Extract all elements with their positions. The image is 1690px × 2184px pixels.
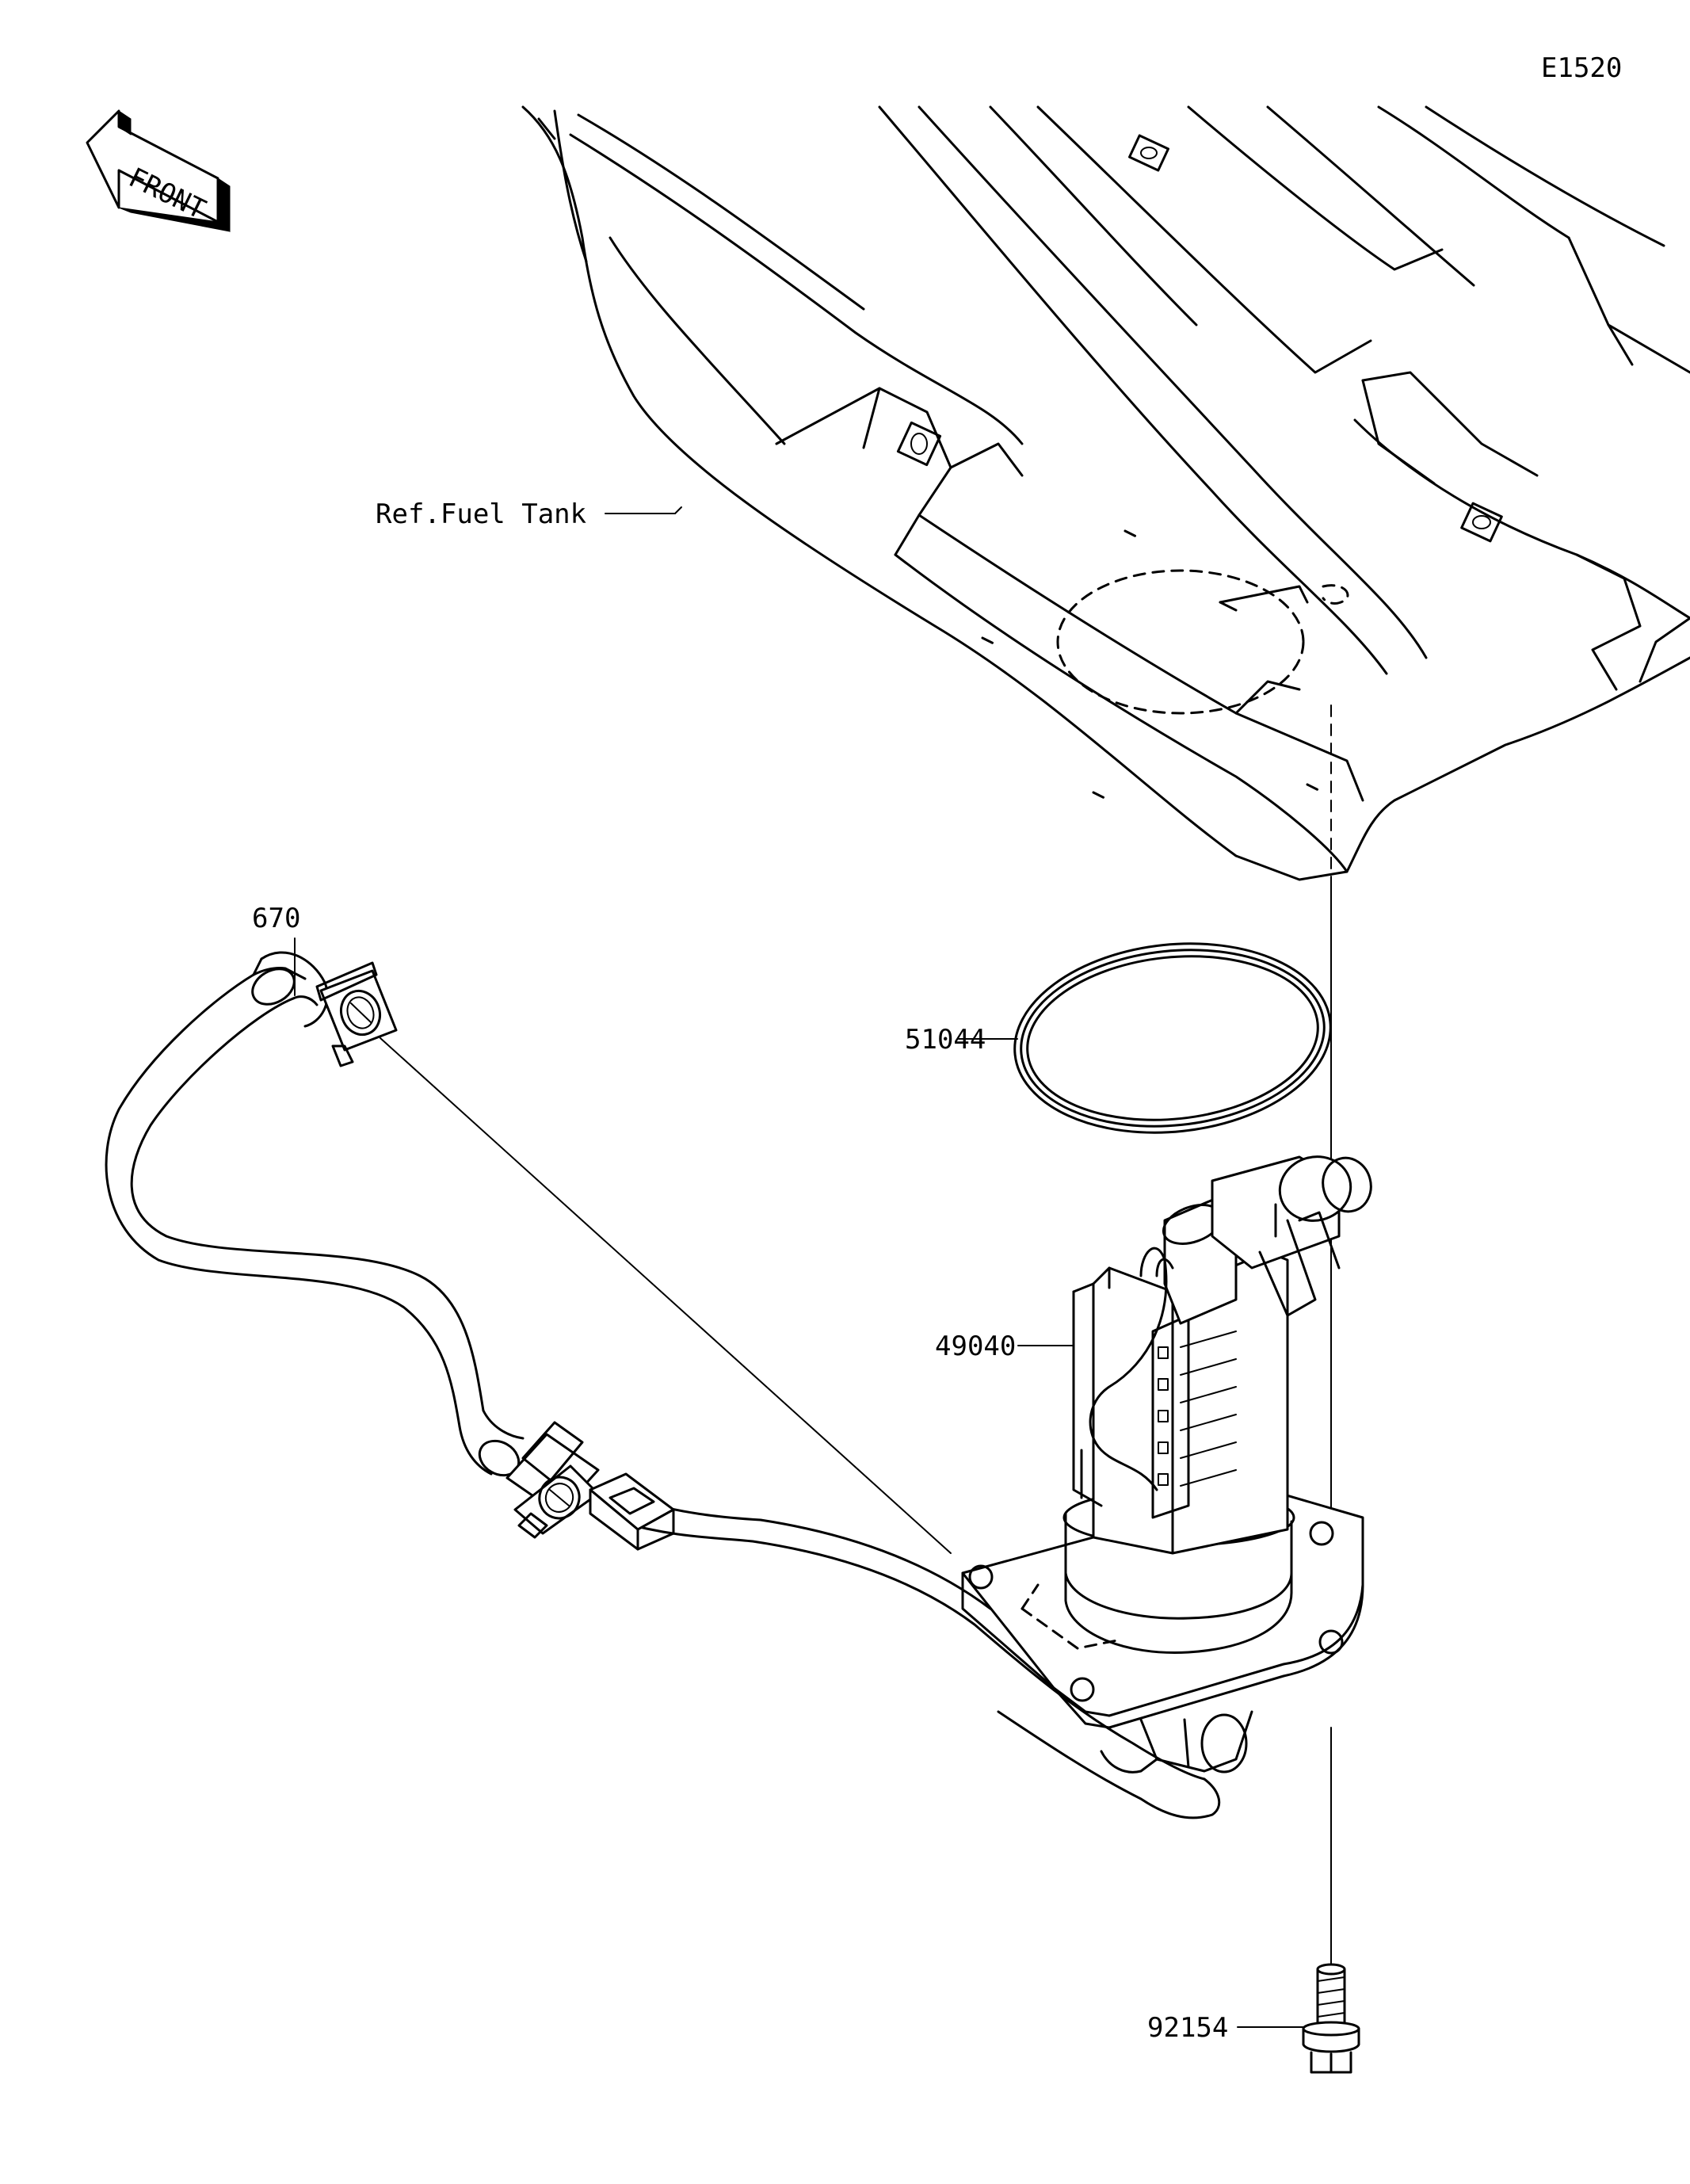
- hose-connector-top: [315, 961, 398, 1067]
- callout-ref-fuel-tank: Ref.Fuel Tank: [376, 498, 682, 530]
- front-arrow-icon: FRONT: [86, 109, 231, 233]
- callout-92154: 92154: [1147, 2012, 1304, 2044]
- hose-connector-bottom: [505, 1421, 600, 1539]
- callout-49040: 49040: [935, 1331, 1074, 1362]
- callout-ref-fuel-tank-label: Ref.Fuel Tank: [376, 498, 586, 530]
- harness-connector: [589, 1472, 675, 1551]
- callout-51044: 670: [252, 903, 300, 996]
- fuel-pump-assembly: [589, 1155, 1372, 1819]
- o-ring-gasket: [1013, 942, 1332, 1134]
- callout-670: 51044: [905, 1024, 1018, 1056]
- mounting-bolt: [1302, 1963, 1360, 2074]
- fuel-hose-assembly: [105, 951, 600, 1539]
- fuel-tank-outline: [521, 105, 1690, 881]
- callout-92154-label: 92154: [1147, 2012, 1228, 2044]
- callout-51044-label: 670: [252, 903, 300, 934]
- hose-to-pump-leader: [380, 1037, 952, 1554]
- diagram-code: E1520: [1541, 52, 1622, 84]
- callout-49040-label: 49040: [935, 1331, 1016, 1362]
